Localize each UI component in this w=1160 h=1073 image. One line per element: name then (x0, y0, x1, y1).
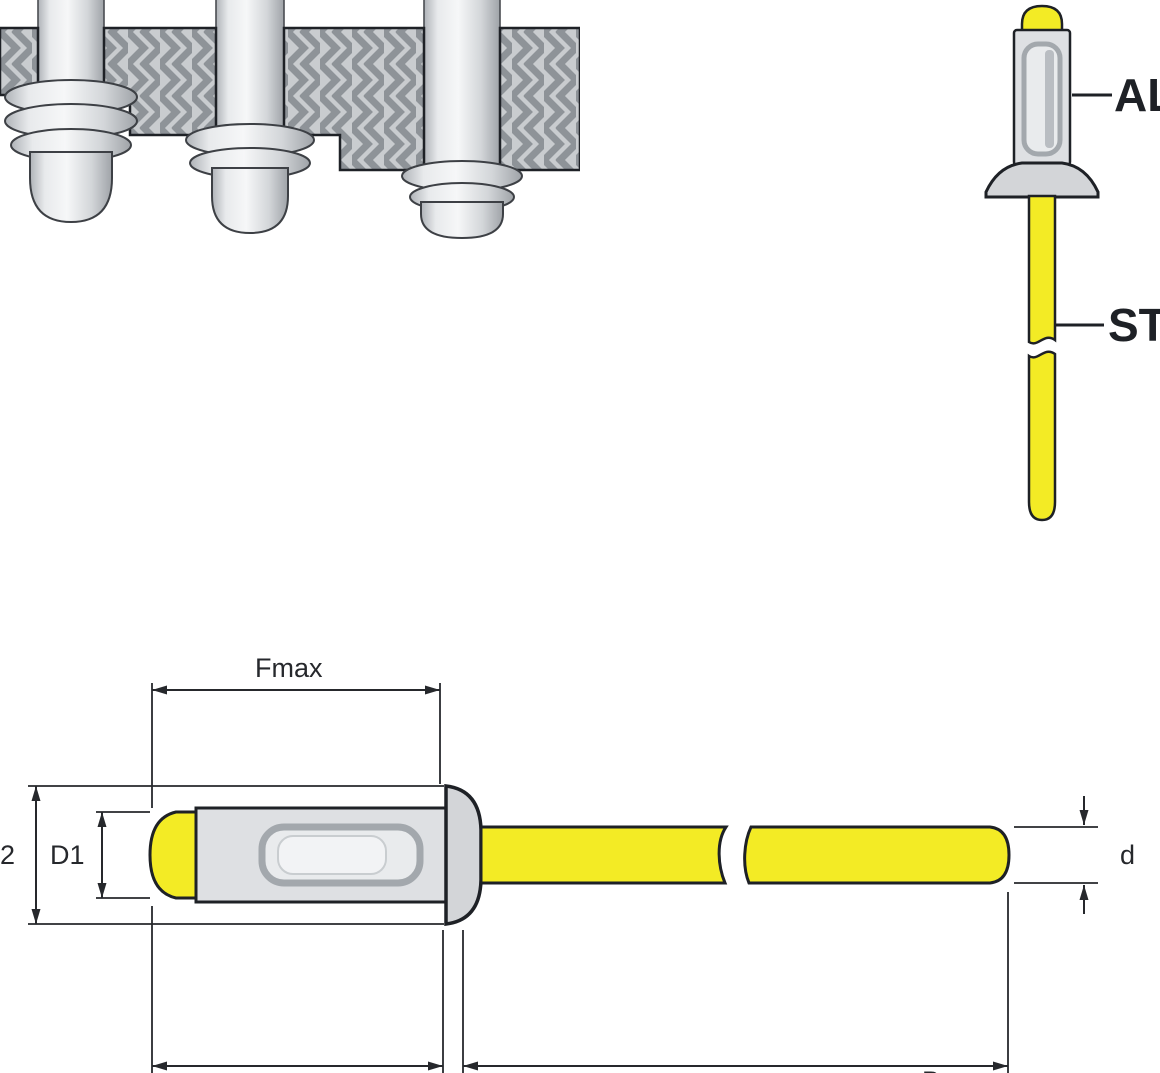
sleeve-shading (1045, 50, 1054, 148)
installed-rivets-illustration (0, 0, 580, 240)
mandrel-head-dome (1020, 4, 1064, 36)
mandrel-stem-upper (1027, 194, 1057, 345)
mandrel-stem-lower (1027, 350, 1057, 522)
d1-dim-label: D1 (50, 840, 85, 870)
installed-rivet-thick-grip (401, 160, 523, 240)
rivet-side-view: AL ST (984, 4, 1160, 522)
stem-material-label: ST (1108, 299, 1160, 351)
rivet-flange (444, 784, 483, 926)
installed-rivet-thin-grip (4, 79, 138, 224)
rivet-sleeve (1021, 41, 1063, 157)
rivet-flange (984, 161, 1100, 199)
mandrel-head-dome (211, 167, 289, 235)
d1-dimension: D1 (50, 811, 150, 899)
mandrel-head-dome (148, 810, 198, 900)
sleeve-highlight (277, 835, 387, 875)
body-material-label: AL (1114, 69, 1160, 121)
rivet-shaft (423, 0, 501, 179)
rivet-dimension-drawing: Fmax 2 D1 d (0, 653, 1135, 1073)
mandrel-stem-right (743, 825, 1011, 885)
d2-dimension: 2 (0, 785, 444, 925)
stem-diameter-label: d (1120, 840, 1135, 870)
mandrel-head-dome (29, 151, 113, 224)
rivet-shaft (215, 0, 285, 143)
clamped-plates-section (0, 26, 580, 172)
d2-dim-label-partial: 2 (0, 840, 15, 870)
plate-section (498, 26, 580, 172)
fmax-dim-label: Fmax (255, 653, 323, 683)
rivet-profile (148, 784, 1011, 926)
installed-rivet-medium-grip (185, 123, 315, 235)
bottom-dim-label-partial: B (922, 1066, 940, 1073)
bottom-dimensions: B (151, 892, 1009, 1073)
stem-diameter-dimension: d (1014, 796, 1135, 914)
fmax-dimension: Fmax (151, 653, 441, 808)
mandrel-stem-left (479, 825, 729, 885)
mandrel-head-dome (420, 201, 504, 240)
